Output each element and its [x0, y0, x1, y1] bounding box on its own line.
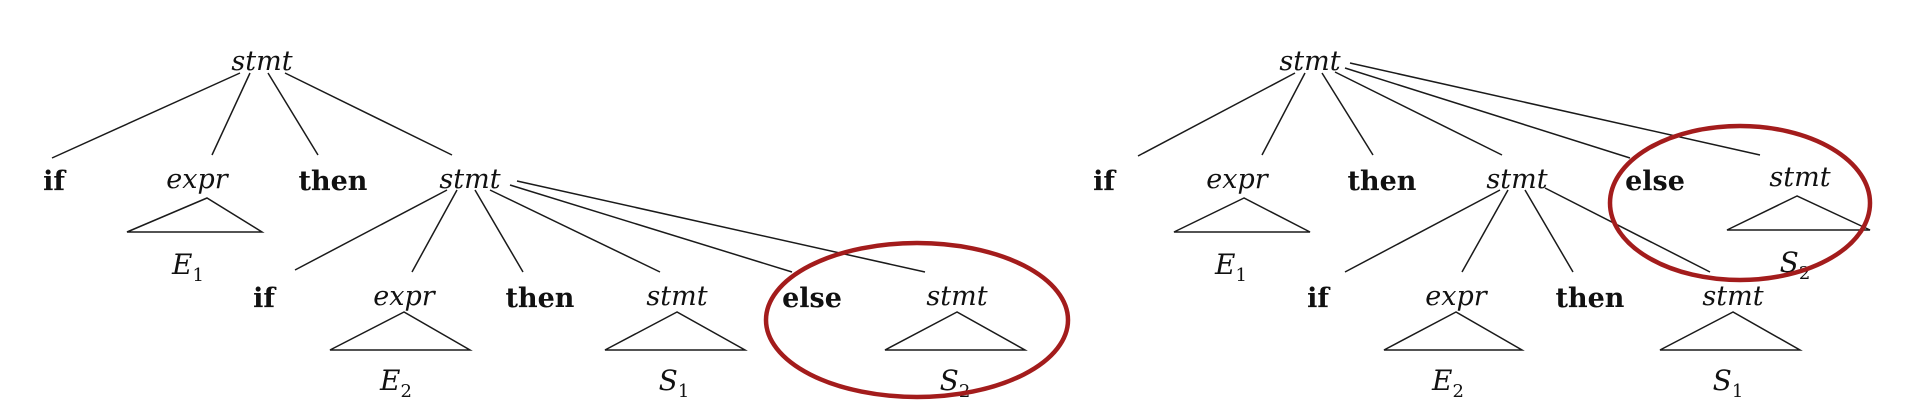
leaf-s1: S1	[659, 364, 690, 402]
leaf-e1: E1	[171, 248, 204, 286]
leaf-e2: E2	[1431, 364, 1464, 402]
highlight-circle	[1607, 123, 1873, 283]
node-else: else	[782, 283, 842, 314]
subtree-triangle	[329, 311, 473, 351]
subtree-triangle	[1726, 195, 1871, 231]
edge	[411, 189, 458, 273]
edge	[211, 72, 251, 156]
subtree-triangle	[1383, 311, 1525, 351]
node-stmt: stmt	[926, 281, 987, 312]
edge	[1461, 189, 1509, 273]
node-expr: expr	[373, 281, 436, 312]
edge	[509, 184, 793, 273]
edge	[516, 180, 926, 273]
node-if: if	[253, 283, 277, 314]
edge	[1524, 189, 1574, 273]
node-expr: expr	[1425, 281, 1488, 312]
subtree-triangle	[126, 197, 265, 233]
subtree-triangle	[604, 311, 748, 351]
node-then: then	[1556, 283, 1625, 314]
leaf-e2: E2	[379, 364, 412, 402]
edge	[474, 189, 524, 273]
subtree-triangle	[1659, 311, 1803, 351]
edge	[267, 72, 319, 156]
node-stmt-root: stmt	[231, 46, 292, 77]
leaf-s2: S2	[1780, 246, 1811, 284]
node-stmt: stmt	[1486, 164, 1547, 195]
node-expr: expr	[1206, 164, 1269, 195]
edge	[1321, 72, 1374, 156]
node-stmt: stmt	[1769, 162, 1830, 193]
node-stmt: stmt	[1702, 281, 1763, 312]
node-if: if	[43, 166, 67, 197]
highlight-circle	[763, 240, 1071, 400]
edge	[1349, 62, 1761, 156]
edge	[1137, 72, 1296, 157]
node-stmt: stmt	[646, 281, 707, 312]
edge	[51, 72, 241, 159]
edge	[1261, 72, 1306, 156]
subtree-triangle	[1173, 197, 1311, 233]
right-parse-tree: stmt if expr then stmt else stmt E1 S2 i…	[1093, 46, 1873, 402]
edge	[489, 189, 661, 273]
edge	[1344, 67, 1631, 159]
node-if: if	[1307, 283, 1331, 314]
node-then: then	[299, 166, 368, 197]
node-stmt: stmt	[439, 164, 500, 195]
node-stmt-root: stmt	[1279, 46, 1340, 77]
node-if: if	[1093, 166, 1117, 197]
edge	[1334, 71, 1503, 156]
node-expr: expr	[166, 164, 229, 195]
leaf-s1: S1	[1713, 364, 1744, 402]
leaf-e1: E1	[1214, 248, 1247, 286]
left-parse-tree: stmt if expr then stmt E1 if expr then s…	[43, 46, 1071, 402]
edge	[284, 72, 453, 156]
edge	[294, 189, 448, 271]
subtree-triangle	[884, 311, 1028, 351]
edge	[1344, 189, 1501, 273]
node-then: then	[506, 283, 575, 314]
edge	[1544, 187, 1711, 273]
node-else: else	[1625, 166, 1685, 197]
node-then: then	[1348, 166, 1417, 197]
